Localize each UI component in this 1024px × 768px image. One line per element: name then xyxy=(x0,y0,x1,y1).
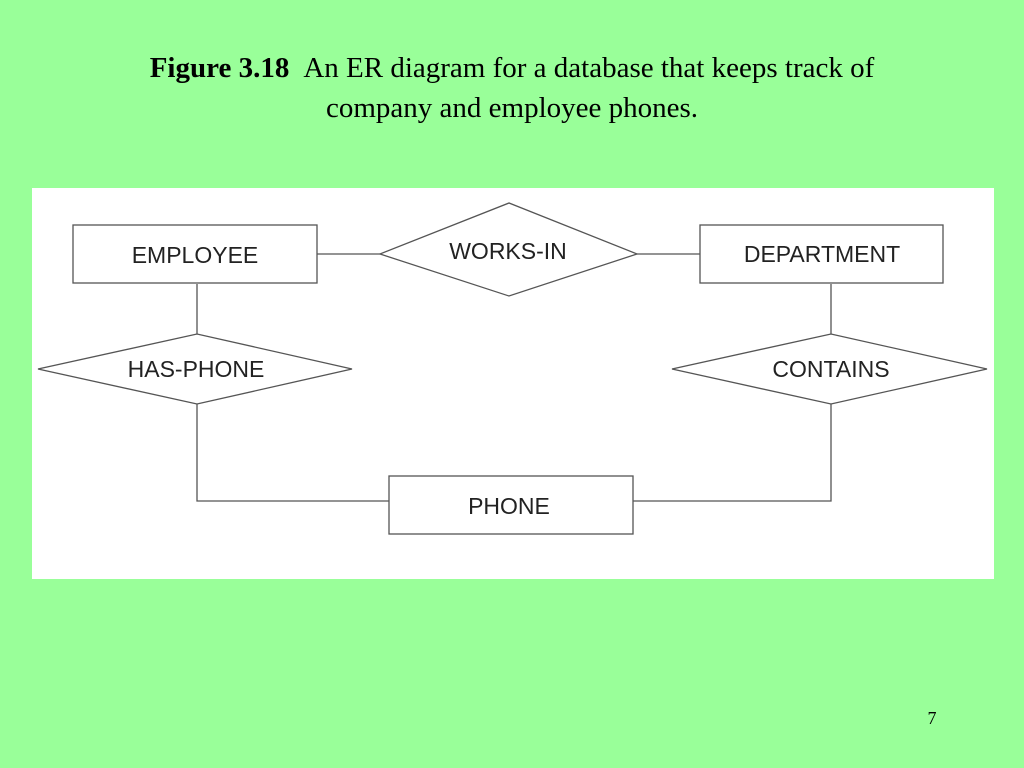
relationship-contains-diamond xyxy=(671,333,988,405)
title-line-1: Figure 3.18 An ER diagram for a database … xyxy=(0,48,1024,88)
entity-department-label: DEPARTMENT xyxy=(744,241,900,267)
line-has-phone-phone xyxy=(196,404,389,502)
caption-line-2: company and employee phones. xyxy=(325,92,699,124)
entity-department-box xyxy=(699,224,944,284)
er-diagram-canvas: EMPLOYEE DEPARTMENT PHONE WORKS-IN HAS-P… xyxy=(37,202,988,535)
line-contains-phone xyxy=(633,404,832,502)
page-number: 7 xyxy=(927,708,937,728)
er-diagram: EMPLOYEE DEPARTMENT PHONE WORKS-IN HAS-P… xyxy=(32,188,994,579)
slide-title: Figure 3.18 An ER diagram for a database … xyxy=(0,48,1024,128)
relationship-works-in-diamond xyxy=(378,202,639,297)
entity-phone-label: PHONE xyxy=(468,493,550,519)
figure-label: Figure 3.18 xyxy=(149,52,290,84)
entity-phone-box xyxy=(388,475,634,535)
caption-line-1: An ER diagram for a database that keeps … xyxy=(303,52,875,84)
relationship-works-in-label: WORKS-IN xyxy=(449,238,567,264)
entity-employee-box xyxy=(72,224,318,284)
relationship-has-phone-diamond xyxy=(37,333,353,405)
relationship-has-phone-label: HAS-PHONE xyxy=(128,356,265,382)
entity-employee-label: EMPLOYEE xyxy=(132,242,259,268)
relationship-contains-label: CONTAINS xyxy=(772,356,889,382)
